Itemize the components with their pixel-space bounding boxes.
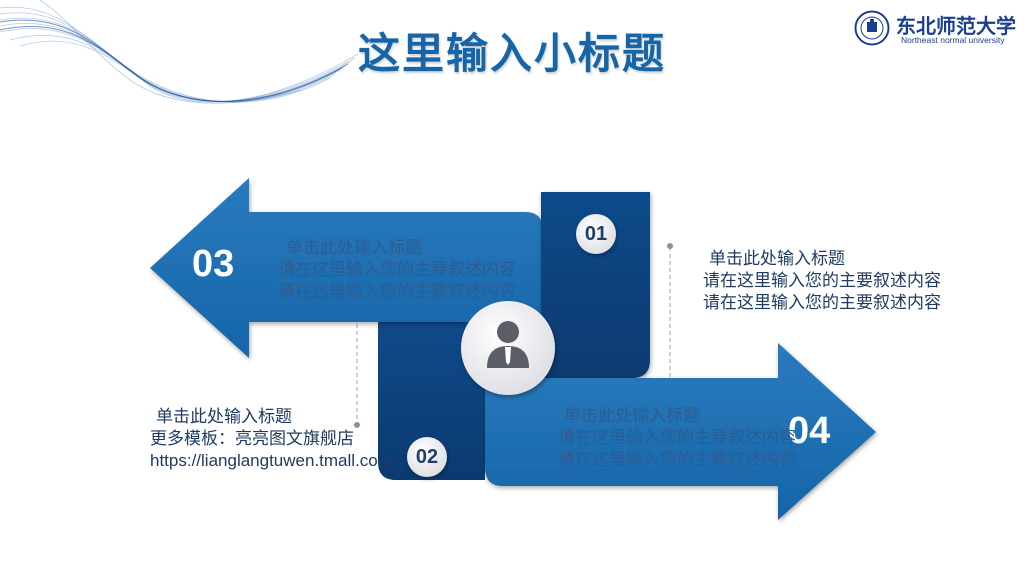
badge-circle-01 xyxy=(576,214,616,254)
step-03-line2: 请在这里输入您的主要叙述内容 xyxy=(278,282,516,302)
step-02-text: 单击此处输入标题 更多模板：亮亮图文旗舰店 https://lianglangt… xyxy=(150,406,392,472)
connector-02 xyxy=(378,320,485,480)
step-03-heading: 单击此处输入标题 xyxy=(286,238,422,258)
step-03-line1: 请在这里输入您的主要叙述内容 xyxy=(278,260,516,280)
step-04-number: 04 xyxy=(788,410,831,452)
arrow-03 xyxy=(150,178,543,358)
step-01-badge: 01 xyxy=(584,222,608,245)
step-02-heading: 单击此处输入标题 xyxy=(156,407,292,427)
step-01-heading: 单击此处输入标题 xyxy=(709,249,845,269)
step-02-line2: https://lianglangtuwen.tmall.com xyxy=(150,451,392,470)
step-04-line2: 请在这里输入您的主要叙述内容 xyxy=(558,450,796,470)
person-icon xyxy=(487,321,529,368)
step-01-line1: 请在这里输入您的主要叙述内容 xyxy=(703,271,941,291)
arrow-04 xyxy=(485,343,876,520)
step-04-heading: 单击此处输入标题 xyxy=(564,406,700,426)
university-logo: 东北师范大学 Northeast normal university xyxy=(854,8,1019,48)
page-title: 这里输入小标题 xyxy=(357,29,666,78)
step-02-badge: 02 xyxy=(415,445,439,468)
seal-icon xyxy=(854,10,890,46)
step-03-text: 单击此处输入标题 请在这里输入您的主要叙述内容 请在这里输入您的主要叙述内容 xyxy=(278,237,516,303)
guide-dot-02 xyxy=(354,422,360,428)
logo-name-cn: 东北师范大学 xyxy=(896,14,1016,38)
step-03-number: 03 xyxy=(192,243,235,285)
connector-01 xyxy=(541,192,650,378)
step-01-line2: 请在这里输入您的主要叙述内容 xyxy=(703,293,941,313)
step-01-text: 单击此处输入标题 请在这里输入您的主要叙述内容 请在这里输入您的主要叙述内容 xyxy=(703,248,941,314)
step-04-line1: 请在这里输入您的主要叙述内容 xyxy=(558,428,796,448)
step-04-text: 单击此处输入标题 请在这里输入您的主要叙述内容 请在这里输入您的主要叙述内容 xyxy=(558,405,796,471)
wave-decoration xyxy=(0,0,359,104)
guide-dot-01 xyxy=(667,243,673,249)
badge-circle-02 xyxy=(407,437,447,477)
logo-name-en: Northeast normal university xyxy=(901,35,1005,45)
step-02-line1: 更多模板：亮亮图文旗舰店 xyxy=(150,429,354,449)
